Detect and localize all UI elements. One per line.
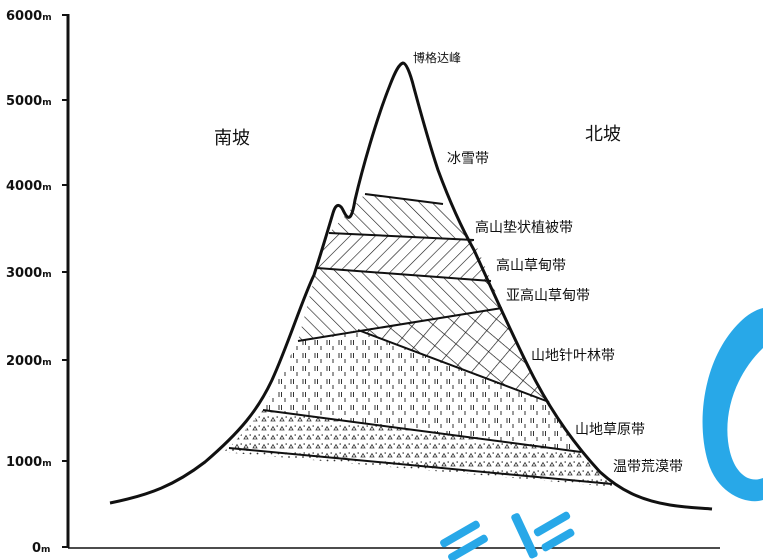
tick-label-4000: 4000m [6,179,52,194]
north-slope-label: 北坡 [585,124,621,145]
tick-label-6000: 6000m [6,9,52,24]
snow-zone-label: 冰雪带 [447,151,489,167]
band-alpine-meadow [317,233,491,281]
tick-label-0: 0m [32,541,50,556]
vegetation-bands [222,194,614,487]
alpine-meadow-label: 高山草甸带 [496,257,566,274]
band-temperate-desert [229,410,612,484]
watermark-ring [702,308,763,502]
boundary-line [297,307,503,342]
altitude-axis: 6000m 5000m 4000m 3000m 2000m 1000m 0m [6,9,720,556]
south-slope-label: 南坡 [214,128,250,149]
watermark [440,308,763,560]
subalpine-meadow-label: 亚高山草甸带 [506,287,590,304]
alpine-cushion-label: 高山垫状植被带 [475,219,573,236]
tick-label-1000: 1000m [6,455,52,470]
coniferous-forest-label: 山地针叶林带 [531,348,615,364]
temperate-desert-label: 温带荒漠带 [613,459,683,475]
boundary-line [262,409,582,453]
tick-label-2000: 2000m [6,354,52,369]
boundary-line [364,193,444,205]
tick-label-3000: 3000m [6,266,52,281]
boundary-line [228,447,613,485]
band-alpine-cushion [329,194,474,240]
mountain-steppe-label: 山地草原带 [575,422,645,438]
band-subalpine-meadow [298,268,502,341]
band-coniferous-forest [358,308,549,402]
band-boundaries [228,193,613,485]
boundary-line [316,267,492,282]
tick-label-5000: 5000m [6,94,52,109]
peak-label: 博格达峰 [413,50,461,65]
band-temperate-desert-lower [222,448,614,487]
boundary-line [357,329,550,403]
band-mountain-steppe [263,330,581,452]
boundary-line [328,232,475,241]
watermark-glyphs [440,511,575,560]
mountain-outline [109,61,713,511]
